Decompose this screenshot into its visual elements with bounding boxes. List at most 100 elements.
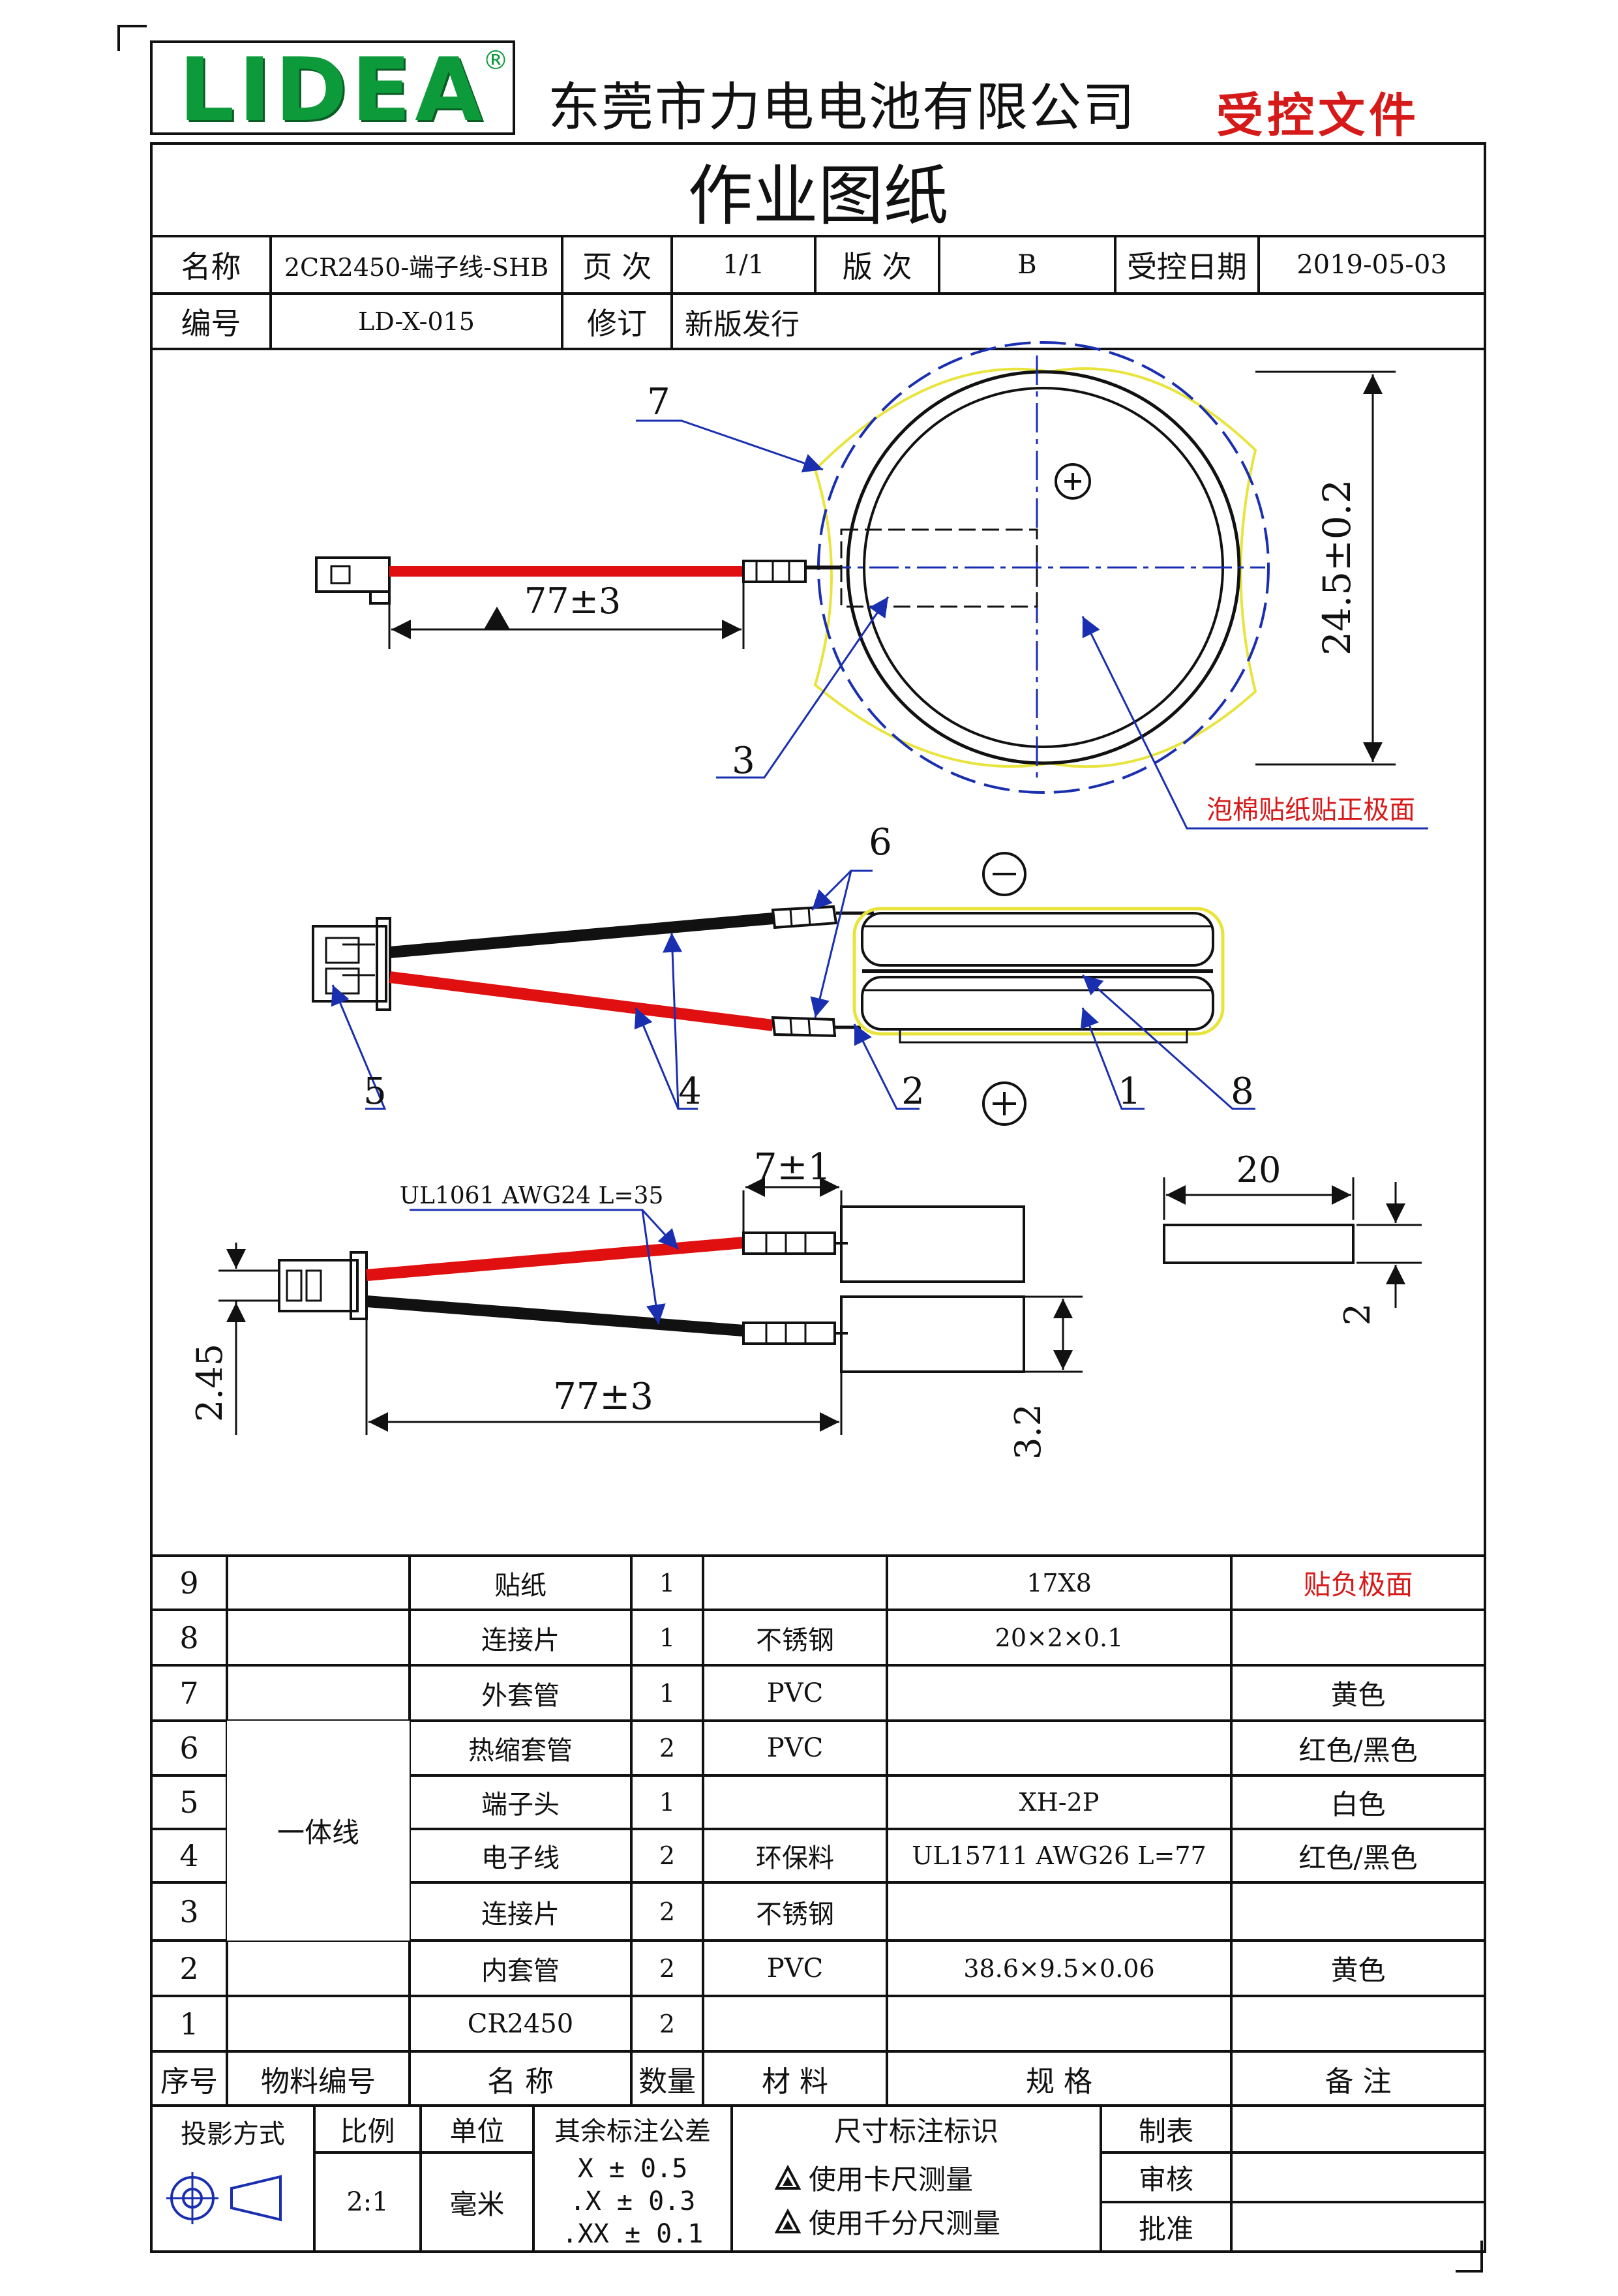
projection-label: 投影方式: [181, 2119, 285, 2149]
bom-cell-no: 3: [179, 1894, 199, 1929]
page-label: 页 次: [582, 249, 652, 284]
dim-lead-top: 77±3: [524, 581, 621, 622]
bom-cell-note: 红色/黑色: [1298, 1841, 1418, 1874]
bom-cell-no: 5: [179, 1785, 199, 1820]
bom-cell-material: 不锈钢: [756, 1899, 834, 1929]
tolerance-2: .X ± 0.3: [569, 2186, 696, 2216]
bom-cell-material: PVC: [766, 1953, 824, 1984]
made-label: 制表: [1138, 2115, 1193, 2147]
dim-lead-bottom: 77±3: [553, 1376, 653, 1418]
check-label: 审核: [1138, 2163, 1193, 2196]
bom-cell-material: PVC: [766, 1678, 824, 1708]
dim-2: 2: [1337, 1303, 1378, 1325]
bom-cell-name: 端子头: [481, 1790, 560, 1820]
dim-32: 3.2: [1008, 1404, 1049, 1460]
bom-cell-name: 贴纸: [494, 1570, 547, 1601]
bom-cell-spec: [887, 1665, 1231, 1721]
bom-cell-spec: [887, 1996, 1231, 2051]
bom-cell-name: CR2450: [467, 2008, 574, 2039]
bom-cell-spec: 38.6×9.5×0.06: [963, 1954, 1155, 1983]
bom-cell-note: 黄色: [1330, 1679, 1386, 1711]
bom-cell-note: [1231, 1996, 1485, 2051]
bom-cell-note: 白色: [1330, 1788, 1386, 1820]
bom-cell-qty: 1: [659, 1788, 676, 1817]
controlled-stamp: 受控文件: [1216, 87, 1420, 143]
caliper-mark: 使用卡尺测量: [770, 2156, 1096, 2199]
bom-cell-spec: UL15711 AWG26 L=77: [912, 1841, 1206, 1870]
company-name: 东莞市力电电池有限公司: [548, 77, 1136, 138]
bom-cell-code: [227, 1941, 410, 1996]
dim-245: 2.45: [189, 1344, 230, 1422]
approve-label: 批准: [1138, 2213, 1193, 2245]
dim-7: 7±1: [754, 1146, 831, 1188]
bom-cell-no: 8: [179, 1620, 199, 1655]
name-label: 名称: [181, 249, 241, 284]
bom-header-note: 备 注: [1325, 2064, 1392, 2098]
number-value: LD-X-015: [358, 307, 475, 336]
bom-cell-qty: 2: [659, 2009, 676, 2038]
bom-header-name: 名 称: [487, 2064, 554, 2098]
tolerance-label: 其余标注公差: [554, 2117, 711, 2147]
foam-note: 泡棉贴纸贴正极面: [1206, 795, 1415, 825]
bom-cell-spec: XH-2P: [1019, 1788, 1100, 1817]
bom-cell-spec: 17X8: [1026, 1568, 1092, 1597]
callout-7: 7: [647, 381, 670, 423]
bom-cell-name: 电子线: [481, 1843, 560, 1873]
bom-cell-spec: [887, 1882, 1231, 1941]
bom-cell-code: [227, 1556, 410, 1610]
tolerance-1: X ± 0.5: [577, 2154, 688, 2184]
registered-mark: ®: [483, 46, 509, 76]
bom-cell-spec: [887, 1721, 1231, 1775]
name-value: 2CR2450-端子线-SHB: [284, 252, 549, 282]
bom-cell-no: 1: [179, 2006, 199, 2042]
bom-header-code: 物料编号: [261, 2064, 376, 2098]
version-label: 版 次: [842, 249, 912, 284]
bom-cell-material: 不锈钢: [756, 1625, 834, 1655]
bom-cell-qty: 1: [659, 1568, 676, 1597]
micrometer-mark: 使用千分尺测量: [770, 2199, 1096, 2243]
revision-value: 新版发行: [685, 307, 800, 341]
bom-cell-material: 环保料: [756, 1843, 834, 1873]
bom-header-spec: 规 格: [1026, 2064, 1092, 2098]
side-view-stack: [312, 852, 1255, 1126]
lidea-logo: LIDEA ®: [150, 39, 515, 141]
bom-header-qty: 数量: [638, 2064, 696, 2098]
bom-cell-material: [703, 1556, 887, 1610]
revision-label: 修订: [587, 305, 647, 341]
bom-cell-qty: 2: [659, 1841, 676, 1870]
dim-mark-label: 尺寸标注标识: [833, 2115, 998, 2147]
bom-cell-code: [227, 1610, 410, 1665]
dim-20: 20: [1236, 1149, 1281, 1190]
bom-cell-name: 连接片: [481, 1899, 560, 1929]
bom-cell-material: [703, 1996, 887, 2051]
callout-6: 6: [869, 821, 892, 864]
bom-cell-no: 4: [179, 1838, 199, 1873]
number-label: 编号: [181, 305, 241, 341]
bom-header-no: 序号: [160, 2064, 218, 2098]
callout-3: 3: [732, 740, 755, 782]
bom-cell-code: [227, 1665, 410, 1721]
bom-cell-code: [227, 1996, 410, 2051]
callout-1: 1: [1118, 1070, 1141, 1113]
bom-cell-note: [1231, 1882, 1485, 1941]
bom-cell-spec: 20×2×0.1: [995, 1623, 1124, 1652]
top-view-cell: [315, 341, 1428, 830]
bom-cell-qty: 2: [659, 1897, 676, 1926]
bom-cell-no: 7: [179, 1675, 199, 1711]
micrometer-mark-text: 使用千分尺测量: [809, 2207, 1001, 2239]
unit-label: 单位: [449, 2115, 505, 2147]
date-value: 2019-05-03: [1296, 250, 1447, 280]
bom-cell-qty: 1: [659, 1623, 676, 1652]
bom-cell-note: 贴负极面: [1303, 1569, 1413, 1601]
bom-cell-no: 6: [179, 1730, 199, 1766]
callout-4: 4: [678, 1070, 702, 1113]
document-title: 作业图纸: [687, 157, 949, 234]
tolerance-3: .XX ± 0.1: [562, 2219, 704, 2249]
bom-cell-material: PVC: [766, 1733, 824, 1763]
bom-cell-name: 内套管: [481, 1956, 560, 1986]
bom-cell-qty: 2: [659, 1954, 676, 1983]
bom-cell-note: 黄色: [1330, 1954, 1386, 1986]
bom-cell-note: 红色/黑色: [1298, 1734, 1418, 1766]
bom-header-material: 材 料: [762, 2064, 828, 2098]
